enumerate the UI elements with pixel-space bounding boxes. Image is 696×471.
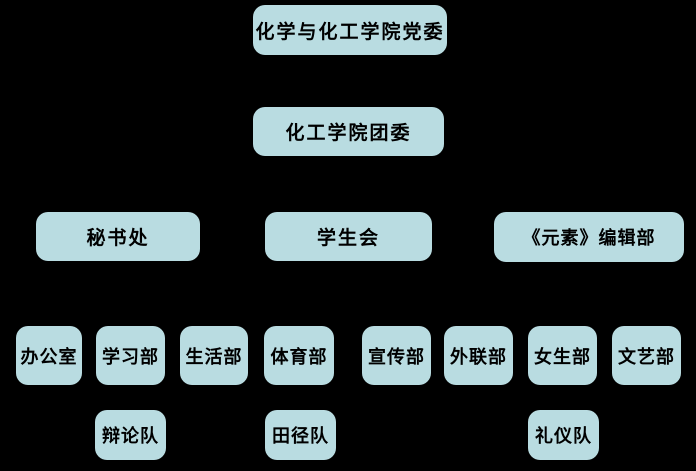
org-node-secretariat: 秘书处 bbox=[36, 212, 200, 261]
org-node-office: 办公室 bbox=[16, 326, 82, 385]
org-node-youth-league: 化工学院团委 bbox=[253, 107, 444, 156]
org-node-party-committee: 化学与化工学院党委 bbox=[253, 5, 447, 55]
org-node-arts-dept: 文艺部 bbox=[612, 326, 681, 385]
org-node-study-dept: 学习部 bbox=[96, 326, 165, 385]
org-node-etiquette-team: 礼仪队 bbox=[528, 410, 599, 460]
org-node-track-team: 田径队 bbox=[265, 410, 336, 460]
org-node-editorial-dept: 《元素》编辑部 bbox=[494, 212, 684, 262]
org-node-debate-team: 辩论队 bbox=[95, 410, 166, 460]
org-node-girls-dept: 女生部 bbox=[528, 326, 597, 385]
org-node-life-dept: 生活部 bbox=[180, 326, 248, 385]
org-node-publicity-dept: 宣传部 bbox=[362, 326, 431, 385]
org-node-sports-dept: 体育部 bbox=[264, 326, 334, 385]
org-node-student-union: 学生会 bbox=[265, 212, 432, 261]
org-node-external-dept: 外联部 bbox=[444, 326, 513, 385]
